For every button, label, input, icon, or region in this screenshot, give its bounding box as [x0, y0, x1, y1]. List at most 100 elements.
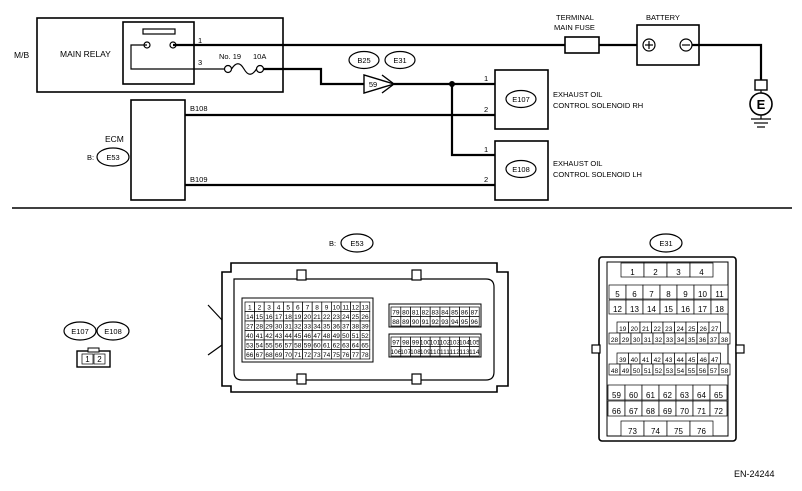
- e53-right-top-block: [388, 303, 482, 328]
- e53-pin-label: 109: [420, 349, 431, 356]
- e31-pin-label: 1: [630, 268, 635, 277]
- e31-pin-4: [689, 262, 714, 278]
- e107-pin-1: [81, 353, 94, 365]
- e31-pin-label: 72: [714, 407, 723, 416]
- e31-side-lock-left: [591, 344, 601, 354]
- e31-pin-label: 22: [654, 326, 662, 333]
- e31-pin-label: 64: [697, 391, 706, 400]
- e31-pin-label: 30: [633, 337, 641, 344]
- e31-pin-label: 27: [711, 326, 719, 333]
- e31-pin-label: 8: [666, 290, 671, 299]
- e53-pin-label: 74: [323, 352, 331, 359]
- solenoid-lh-pin-2: 2: [484, 175, 488, 184]
- e53-pin-label: 26: [361, 314, 369, 321]
- e31-pin-label: 53: [666, 368, 674, 375]
- e53-pin-label: 83: [431, 310, 439, 317]
- e53-pin-label: 50: [342, 333, 350, 340]
- e53-pin-label: 110: [430, 349, 441, 356]
- fuse-rating-label: 10A: [253, 52, 266, 61]
- e53-pin-label: 91: [422, 319, 430, 326]
- wire-splice-to-solenoid-lh: [450, 84, 495, 157]
- mb-label: M/B: [14, 50, 29, 60]
- ecm-label: ECM: [105, 134, 124, 144]
- e53-pin-label: 20: [304, 314, 312, 321]
- e31-pin-label: 29: [622, 337, 630, 344]
- e53-pin-label: 22: [323, 314, 331, 321]
- e53-pin-label: 29: [265, 324, 273, 331]
- e53-pin-label: 4: [277, 305, 281, 312]
- e31-pin-38: [718, 332, 731, 345]
- e31-pin-label: 61: [646, 391, 655, 400]
- e53-pin-114: [469, 346, 480, 357]
- solenoid-rh-name-1: EXHAUST OIL: [553, 90, 602, 99]
- e53-pin-label: 81: [412, 310, 420, 317]
- e53-pin-label: 85: [451, 310, 459, 317]
- e53-pin-label: 82: [422, 310, 430, 317]
- e53-pin-label: 51: [352, 333, 360, 340]
- e31-pin-label: 4: [699, 268, 704, 277]
- e53-pin-label: 37: [342, 324, 350, 331]
- e53-pin-label: 13: [361, 305, 369, 312]
- e53-pin-label: 10: [333, 305, 341, 312]
- e31-pin-label: 57: [710, 368, 718, 375]
- e53-pin-label: 40: [246, 333, 254, 340]
- e31-pin-label: 35: [688, 337, 696, 344]
- e53-pin-96: [469, 316, 480, 327]
- e53-pin-label: 62: [333, 343, 341, 350]
- e53-pin-label: 105: [469, 340, 480, 347]
- e53-pin-label: 94: [451, 319, 459, 326]
- e53-pin-label: 89: [402, 319, 410, 326]
- e31-pin-76: [689, 420, 714, 437]
- e53-inner-frame: [233, 278, 495, 381]
- relay-coil-symbol: [142, 28, 176, 35]
- e53-pin-label: 14: [246, 314, 254, 321]
- e53-pin-label: 9: [325, 305, 329, 312]
- e31-pin-label: 24: [677, 326, 685, 333]
- joint-pin-label: 59: [369, 80, 377, 89]
- e53-pin-label: 30: [275, 324, 283, 331]
- e107-tag: [63, 321, 97, 341]
- fuse-terminal-left: [223, 64, 233, 74]
- e53-pin-label: 42: [265, 333, 273, 340]
- e53-pin-label: 53: [246, 343, 254, 350]
- ground-connector: [754, 79, 768, 91]
- terminal-fuse-label-2: MAIN FUSE: [554, 23, 595, 32]
- e53-pin-label: 49: [333, 333, 341, 340]
- e31-pin-label: 25: [688, 326, 696, 333]
- e53-pin-label: 78: [361, 352, 369, 359]
- e53-pin-label: 72: [304, 352, 312, 359]
- e53-pin-label: 48: [323, 333, 331, 340]
- e107-tag-label: E107: [71, 327, 89, 336]
- e31-pin-label: 16: [681, 305, 690, 314]
- wire-battery-to-ground: [692, 43, 763, 80]
- e31-pin-58: [718, 363, 731, 376]
- e31-tag: [649, 233, 683, 253]
- e31-pin-label: 59: [612, 391, 621, 400]
- solenoid-rh-pin-2: 2: [484, 105, 488, 114]
- e31-pin-label: 11: [715, 290, 724, 299]
- fuse-terminal-right: [255, 64, 265, 74]
- e53-pin-label: 96: [471, 319, 479, 326]
- e53-pin-label: 35: [323, 324, 331, 331]
- e31-pin-label: 47: [711, 357, 719, 364]
- e31-pin-label: 18: [715, 305, 724, 314]
- e53-pin-label: 28: [256, 324, 264, 331]
- e53-pin-label: 107: [400, 349, 411, 356]
- e53-pin-label: 86: [461, 310, 469, 317]
- e53-pin-label: 76: [342, 352, 350, 359]
- e31-pin-label: 2: [653, 268, 658, 277]
- e53-pin-label: 25: [352, 314, 360, 321]
- e53-pin-label: 67: [256, 352, 264, 359]
- e53-pin-label: 21: [313, 314, 321, 321]
- e31-pin-label: 20: [631, 326, 639, 333]
- e53-pin-label: 34: [313, 324, 321, 331]
- e53-pin-label: 90: [412, 319, 420, 326]
- e53-pin-label: 58: [294, 343, 302, 350]
- e31-pin-label: 19: [619, 326, 627, 333]
- relay-pin-3: 3: [198, 58, 202, 67]
- e31-pin-label: 42: [654, 357, 662, 364]
- e53-pin-label: 7: [306, 305, 310, 312]
- e53-pin-label: 97: [392, 340, 400, 347]
- e53-pin-label: 56: [275, 343, 283, 350]
